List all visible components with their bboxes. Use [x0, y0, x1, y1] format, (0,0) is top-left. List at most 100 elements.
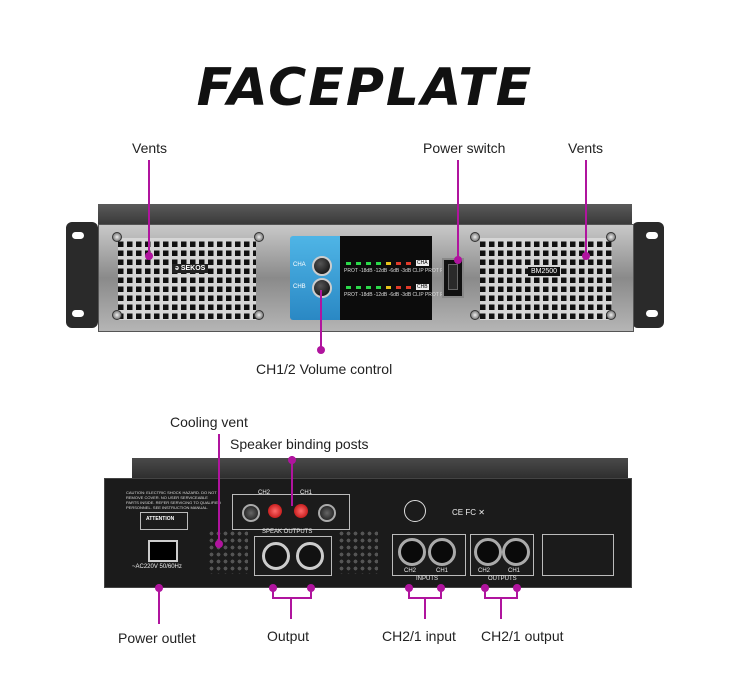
front-vent-left — [118, 238, 256, 320]
cert-marks: CE FC ✕ — [452, 508, 485, 517]
binding-post[interactable] — [242, 504, 260, 522]
callout-line — [290, 597, 292, 619]
etl-cert-icon — [404, 500, 426, 522]
label-output21: CH2/1 output — [481, 628, 564, 644]
callout-line — [310, 588, 312, 598]
back-chassis-top — [132, 458, 628, 480]
screw — [470, 310, 480, 320]
ch-a-label: CHA — [293, 262, 306, 268]
meter-scale-b: PROT -18dB -12dB -6dB -3dB CLIP PROT PWR — [344, 292, 452, 298]
volume-knob-a[interactable] — [312, 256, 332, 276]
volume-knob-b[interactable] — [312, 278, 332, 298]
binding-ch1-label: CH1 — [300, 490, 313, 496]
callout-dot — [317, 346, 325, 354]
power-rating: ~AC220V 50/60Hz — [132, 564, 182, 570]
led — [346, 286, 351, 289]
output-ch2-label: CH2 — [478, 568, 491, 574]
page-title: FACEPLATE — [196, 58, 534, 118]
screw — [112, 310, 122, 320]
cooling-vent-right — [338, 530, 378, 574]
callout-line — [585, 160, 587, 254]
callout-line — [457, 160, 459, 258]
screw — [254, 310, 264, 320]
label-binding-posts: Speaker binding posts — [230, 436, 369, 452]
led — [356, 262, 361, 265]
callout-dot — [288, 456, 296, 464]
label-power-outlet: Power outlet — [118, 630, 196, 646]
label-volume-control: CH1/2 Volume control — [256, 361, 393, 377]
power-inlet[interactable] — [148, 540, 178, 562]
led-display — [340, 236, 432, 320]
callout-line — [408, 588, 410, 598]
callout-line — [424, 597, 426, 619]
led — [366, 286, 371, 289]
spec-label-box — [542, 534, 614, 576]
led — [396, 286, 401, 289]
power-switch[interactable] — [442, 258, 464, 298]
callout-line — [320, 290, 322, 352]
label-power-switch: Power switch — [423, 140, 506, 156]
rack-ear-right — [632, 222, 664, 328]
callout-bracket — [272, 597, 312, 599]
callout-line — [291, 456, 293, 506]
callout-line — [218, 434, 220, 542]
led — [376, 262, 381, 265]
xlr-input-ch2[interactable] — [398, 538, 426, 566]
speakon-output-ch1[interactable] — [296, 542, 324, 570]
output-panel — [470, 534, 534, 576]
callout-line — [148, 160, 150, 254]
speakon-panel — [254, 536, 332, 576]
label-input: CH2/1 input — [382, 628, 456, 644]
attention-label: ATTENTION — [146, 516, 175, 522]
cha-tag: CHA — [416, 260, 429, 266]
label-output: Output — [267, 628, 310, 644]
callout-dot — [145, 252, 153, 260]
label-vents-right: Vents — [568, 140, 604, 156]
inputs-label: INPUTS — [416, 576, 439, 582]
caution-text: CAUTION: ELECTRIC SHOCK HAZARD. DO NOT R… — [126, 490, 221, 510]
chassis-top — [98, 204, 632, 224]
xlr-output-ch2[interactable] — [474, 538, 502, 566]
callout-line — [158, 584, 160, 624]
attention-box — [140, 512, 188, 530]
led — [356, 286, 361, 289]
led — [386, 286, 391, 289]
front-vent-right — [480, 238, 612, 320]
led — [366, 262, 371, 265]
outputs-label: OUTPUTS — [488, 576, 517, 582]
binding-post-red[interactable] — [268, 504, 282, 518]
brand-logo: ǝ SEKOS — [172, 264, 209, 273]
input-ch2-label: CH2 — [404, 568, 417, 574]
input-panel — [392, 534, 466, 576]
screw — [254, 232, 264, 242]
xlr-input-ch1[interactable] — [428, 538, 456, 566]
screw — [112, 232, 122, 242]
cooling-vent — [208, 530, 248, 574]
led — [406, 262, 411, 265]
label-cooling-vent: Cooling vent — [170, 414, 248, 430]
model-label: BM2500 — [528, 267, 561, 276]
xlr-output-ch1[interactable] — [502, 538, 530, 566]
callout-dot — [582, 252, 590, 260]
led — [386, 262, 391, 265]
input-ch1-label: CH1 — [436, 568, 449, 574]
led — [396, 262, 401, 265]
binding-post[interactable] — [318, 504, 336, 522]
screw — [606, 232, 616, 242]
screw — [606, 310, 616, 320]
binding-ch2-label: CH2 — [258, 490, 271, 496]
meter-scale-a: PROT -18dB -12dB -6dB -3dB CLIP PROT PWR — [344, 268, 452, 274]
rack-ear-left — [66, 222, 98, 328]
ch-b-label: CHB — [293, 284, 306, 290]
callout-line — [272, 588, 274, 598]
binding-post-red[interactable] — [294, 504, 308, 518]
callout-line — [500, 597, 502, 619]
output-ch1-label: CH1 — [508, 568, 521, 574]
chb-tag: CHB — [416, 284, 429, 290]
led — [376, 286, 381, 289]
callout-dot — [155, 584, 163, 592]
speakon-output-ch2[interactable] — [262, 542, 290, 570]
callout-line — [440, 588, 442, 598]
callout-dot — [454, 256, 462, 264]
label-vents-left: Vents — [132, 140, 168, 156]
